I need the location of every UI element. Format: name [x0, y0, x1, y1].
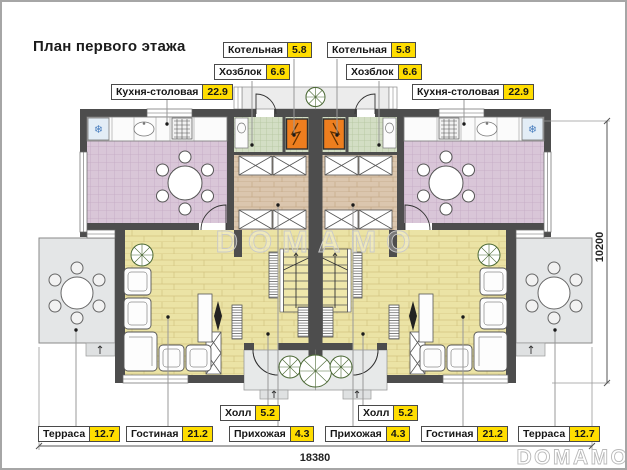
room-name: Терраса — [518, 426, 571, 442]
room-name: Котельная — [223, 42, 288, 58]
room-label-utility-right: Хозблок 6.6 — [346, 64, 423, 80]
watermark-center: DOMAMO — [216, 224, 421, 259]
room-area: 6.6 — [266, 64, 291, 80]
room-label-living-right: Гостиная 21.2 — [421, 426, 508, 442]
terrace-table — [48, 261, 106, 325]
duplex-left-half: ❄ — [38, 86, 332, 400]
room-area: 5.8 — [287, 42, 312, 58]
room-area: 12.7 — [570, 426, 600, 442]
svg-text:18380: 18380 — [300, 452, 331, 464]
room-area: 21.2 — [478, 426, 508, 442]
kitchen-sink — [133, 121, 155, 137]
room-label-hall-left: Холл 5.2 — [220, 405, 280, 421]
tv-unit — [197, 293, 222, 343]
windows — [79, 108, 193, 384]
staircase — [279, 248, 309, 313]
room-label-terrace-right: Терраса 12.7 — [518, 426, 600, 442]
room-name: Кухня-столовая — [412, 84, 505, 100]
room-name: Терраса — [38, 426, 91, 442]
room-label-hall-right: Холл 5.2 — [358, 405, 418, 421]
dimension-width: 18380 — [35, 347, 596, 464]
room-name: Кухня-столовая — [111, 84, 204, 100]
watermark-corner: DOMAMO — [517, 446, 627, 469]
room-name: Холл — [220, 405, 257, 421]
room-area: 22.9 — [203, 84, 233, 100]
room-name: Прихожая — [325, 426, 387, 442]
room-name: Холл — [358, 405, 395, 421]
dining-table — [156, 150, 214, 216]
room-label-terrace-left: Терраса 12.7 — [38, 426, 120, 442]
room-area: 4.3 — [386, 426, 411, 442]
room-area: 21.2 — [183, 426, 213, 442]
room-name: Гостиная — [126, 426, 184, 442]
room-area: 22.9 — [504, 84, 534, 100]
room-name: Хозблок — [214, 64, 267, 80]
dimension-height: 10200 — [544, 117, 611, 387]
doors — [200, 93, 279, 376]
room-name: Котельная — [327, 42, 392, 58]
top-porch — [241, 86, 316, 110]
room-label-boiler-right: Котельная 5.8 — [327, 42, 416, 58]
svg-text:10200: 10200 — [594, 232, 606, 263]
room-area: 6.6 — [398, 64, 423, 80]
sofa-set — [123, 267, 212, 372]
room-area: 4.3 — [290, 426, 315, 442]
room-name: Гостиная — [421, 426, 479, 442]
room-label-entry-right: Прихожая 4.3 — [325, 426, 411, 442]
boiler-unit — [285, 118, 309, 150]
radiator-grilles — [231, 251, 309, 340]
room-label-living-left: Гостиная 21.2 — [126, 426, 213, 442]
label-leader-lines — [75, 59, 556, 426]
fridge-icon: ❄ — [94, 124, 103, 136]
page-title: План первого этажа — [33, 38, 186, 55]
room-label-utility-left: Хозблок 6.6 — [214, 64, 291, 80]
walls — [80, 109, 316, 383]
room-name: Прихожая — [229, 426, 291, 442]
leader-dots — [74, 122, 557, 336]
room-label-kitchen-right: Кухня-столовая 22.9 — [412, 84, 534, 100]
room-area: 5.2 — [394, 405, 418, 421]
room-area: 12.7 — [90, 426, 120, 442]
room-label-kitchen-left: Кухня-столовая 22.9 — [111, 84, 233, 100]
kitchen-counter: ❄ — [86, 116, 228, 142]
room-area: 5.2 — [256, 405, 280, 421]
room-area: 5.8 — [391, 42, 416, 58]
room-label-entry-left: Прихожая 4.3 — [229, 426, 315, 442]
room-name: Хозблок — [346, 64, 399, 80]
room-label-boiler-left: Котельная 5.8 — [223, 42, 312, 58]
